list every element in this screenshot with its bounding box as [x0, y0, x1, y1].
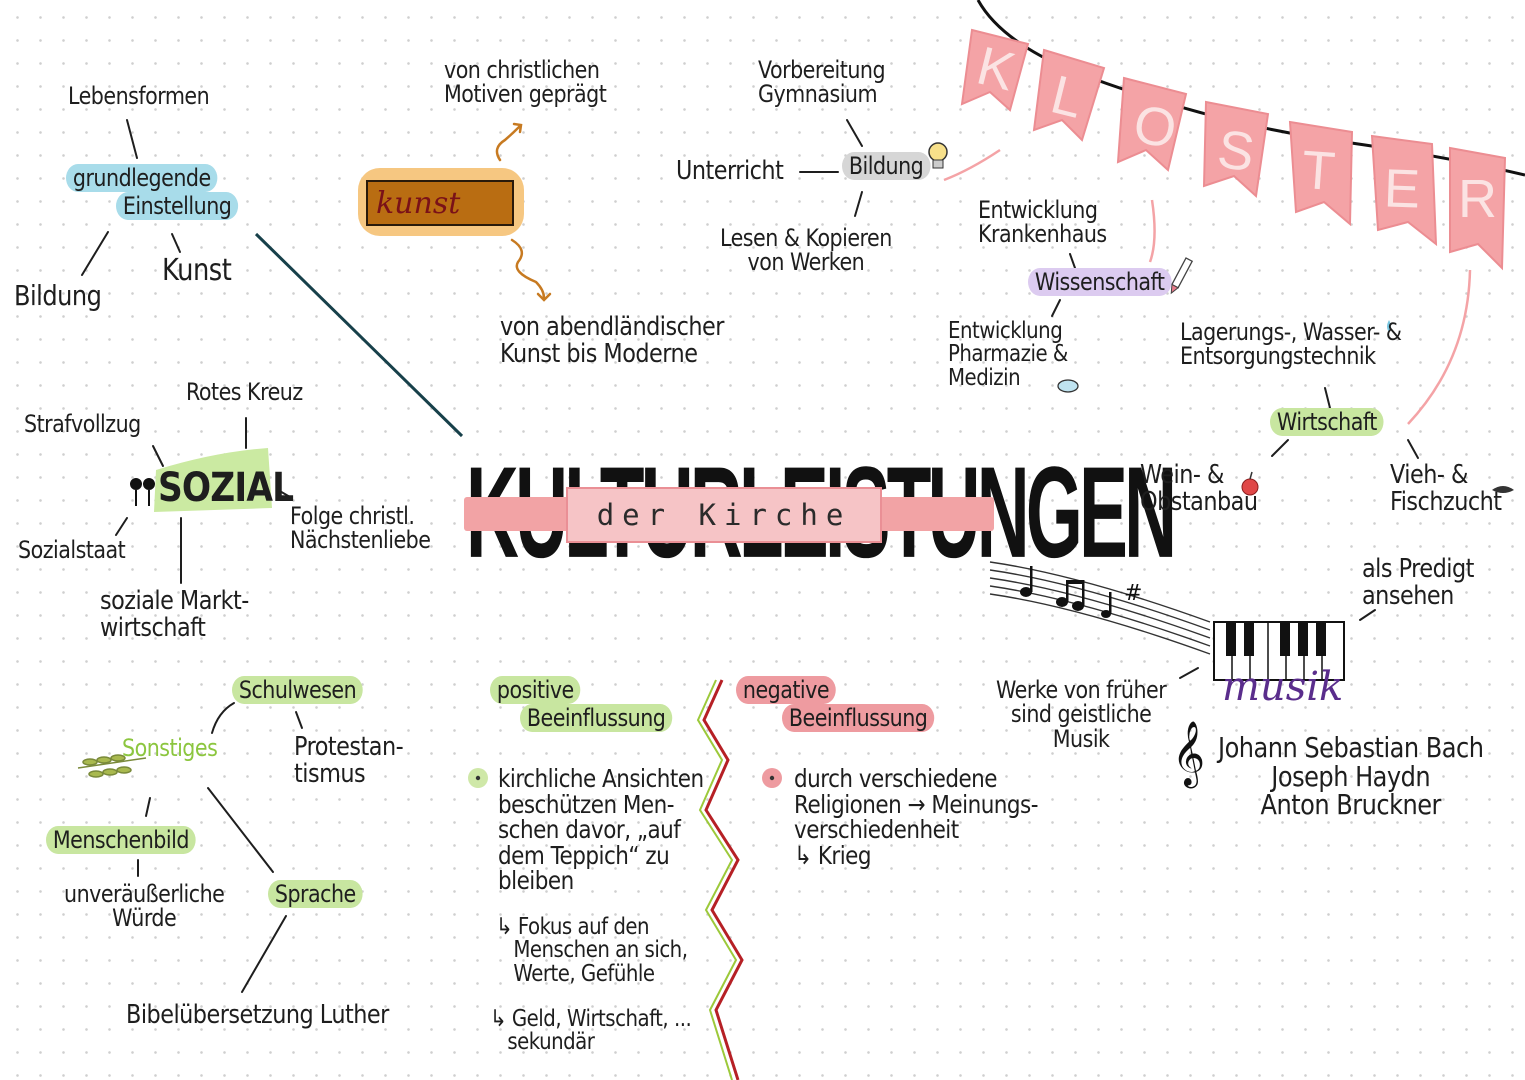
wissenschaft-krankenhaus-text: Entwicklung Krankenhaus	[978, 196, 1107, 249]
negative-text: durch verschiedene Religionen → Meinungs…	[794, 764, 1038, 870]
positive-sub1-text: ↳ Fokus auf den Menschen an sich, Werte,…	[496, 914, 688, 987]
sonstiges-menschenbild-text: Menschenbild	[46, 826, 196, 854]
einstellung-node-line1-text: grundlegende	[66, 164, 218, 192]
sonstiges-menschenbild: Menschenbild	[46, 826, 196, 854]
musik-werke-text: Werke von früher sind geistliche Musik	[996, 676, 1167, 753]
kunst-bottom-text: von abendländischer Kunst bis Moderne	[500, 312, 724, 369]
sonstiges-schulwesen-text: Schulwesen	[232, 676, 364, 704]
banner-letter-r: R	[1458, 169, 1497, 229]
positive-text: kirchliche Ansichten beschützen Men- sch…	[498, 764, 704, 895]
negative-heading-line2: Beeinflussung	[782, 704, 935, 732]
positive-heading-line2-text: Beeinflussung	[520, 704, 673, 732]
wissenschaft-node-text: Wissenschaft	[1028, 268, 1172, 296]
sozial-sozialstaat-text: Sozialstaat	[18, 536, 126, 564]
kunst-inner-box	[366, 180, 514, 226]
musik-composers-text: Johann Sebastian Bach Joseph Haydn Anton…	[1218, 731, 1484, 822]
wirtschaft-wein-text: Wein- & Obstanbau	[1140, 460, 1258, 517]
lebensformen-label: Lebensformen	[68, 82, 210, 110]
sozial-marktwirtschaft-text: soziale Markt- wirtschaft	[100, 586, 249, 643]
positive-heading-line1-text: positive	[490, 676, 581, 704]
bildung-node-text: Bildung	[842, 152, 931, 180]
einstellung-kunst-label: Kunst	[162, 253, 232, 288]
sozial-rotes-kreuz-text: Rotes Kreuz	[186, 378, 303, 406]
wirtschaft-vieh-text: Vieh- & Fischzucht	[1390, 460, 1502, 517]
einstellung-node-line2-text: Einstellung	[116, 192, 239, 220]
wissenschaft-node: Wissenschaft	[1028, 268, 1172, 296]
negative-heading-line1-text: negative	[736, 676, 836, 704]
wirtschaft-node: Wirtschaft	[1270, 408, 1384, 436]
bildung-gymnasium-text: Vorbereitung Gymnasium	[758, 56, 886, 109]
svg-text:𝄞: 𝄞	[1172, 721, 1205, 788]
einstellung-bildung-label: Bildung	[14, 279, 102, 312]
sonstiges-schulwesen: Schulwesen	[232, 676, 364, 704]
musik-predigt-text: als Predigt ansehen	[1362, 554, 1474, 611]
positive-heading-line1: positive	[490, 676, 581, 704]
wirtschaft-lagerung-text: Lagerungs-, Wasser- & Entsorgungstechnik	[1180, 318, 1402, 371]
sonstiges-sprache: Sprache	[268, 880, 363, 908]
banner-letter-t: T	[1299, 139, 1338, 203]
bildung-lesen-text: Lesen & Kopieren von Werken	[720, 224, 892, 277]
svg-text:#: #	[1124, 581, 1142, 606]
negative-heading-line2-text: Beeinflussung	[782, 704, 935, 732]
positive-sub2-text: ↳ Geld, Wirtschaft, ... sekundär	[490, 1006, 692, 1056]
kunst-label: kunst	[376, 186, 461, 221]
einstellung-node-line1: grundlegende	[66, 164, 218, 192]
kunst-top-text: von christlichen Motiven geprägt	[444, 56, 607, 109]
sonstiges-protestantismus-text: Protestan- tismus	[294, 732, 404, 789]
sonstiges-node: Sonstiges	[122, 734, 218, 762]
sonstiges-sprache-text: Sprache	[268, 880, 363, 908]
wirtschaft-node-text: Wirtschaft	[1270, 408, 1384, 436]
sozial-folge-text: Folge christl. Nächstenliebe	[290, 502, 431, 555]
positive-heading-line2: Beeinflussung	[520, 704, 673, 732]
sozial-node: SOZIAL	[158, 465, 294, 511]
title-subtitle: der Kirche	[566, 487, 882, 543]
negative-heading-line1: negative	[736, 676, 836, 704]
einstellung-node-line2: Einstellung	[116, 192, 239, 220]
musik-label: musik	[1222, 664, 1344, 710]
sozial-strafvollzug-text: Strafvollzug	[24, 410, 141, 438]
sonstiges-luther-text: Bibelübersetzung Luther	[126, 1000, 389, 1030]
sonstiges-wuerde-text: unveräußerliche Würde	[64, 880, 225, 933]
banner-letter-e: E	[1382, 158, 1422, 220]
wissenschaft-pharmazie-text: Entwicklung Pharmazie & Medizin	[948, 318, 1068, 391]
bildung-node: Bildung	[842, 152, 931, 180]
bildung-unterricht-text: Unterricht	[676, 156, 784, 186]
